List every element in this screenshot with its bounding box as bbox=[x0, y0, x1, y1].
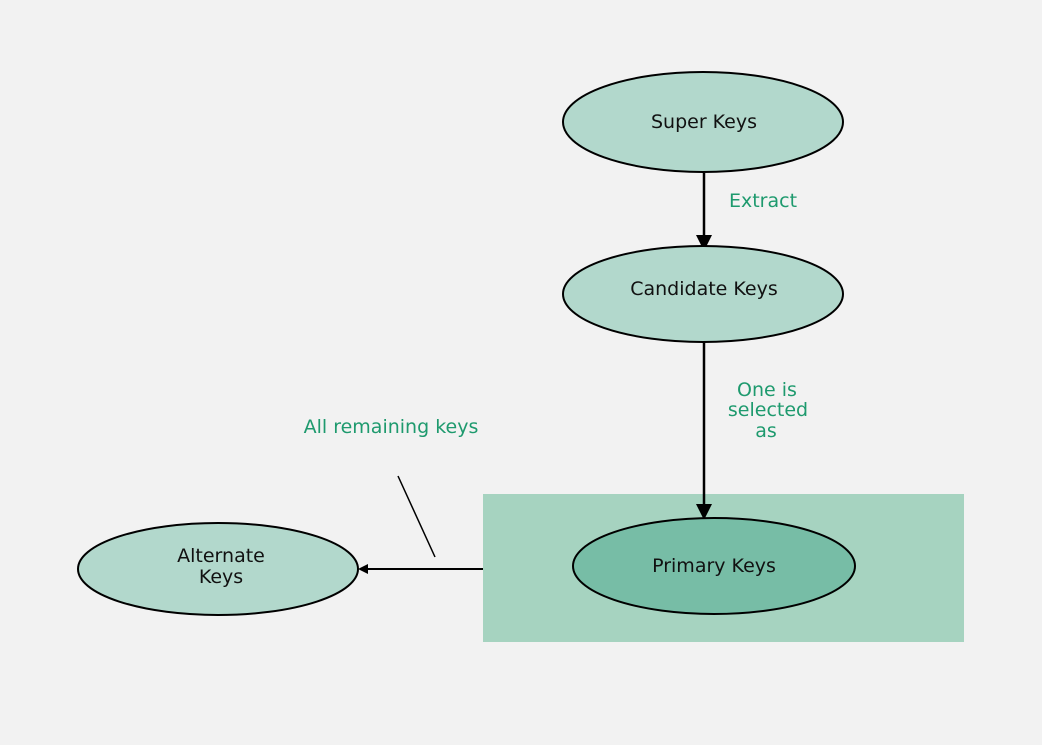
node-alternate-keys-label-line1: Alternate bbox=[177, 545, 265, 567]
remaining-label-pointer bbox=[397, 475, 436, 558]
node-alternate-keys: Alternate Keys bbox=[77, 522, 359, 616]
edge-label-selected-line3: as bbox=[755, 420, 777, 442]
node-candidate-keys-label: Candidate Keys bbox=[630, 278, 778, 300]
edge-label-remaining: All remaining keys bbox=[304, 416, 479, 438]
node-candidate-keys: Candidate Keys bbox=[562, 245, 844, 343]
node-primary-keys: Primary Keys bbox=[572, 517, 856, 615]
node-primary-keys-label: Primary Keys bbox=[652, 555, 776, 577]
node-alternate-keys-label-line2: Keys bbox=[199, 566, 243, 588]
node-super-keys: Super Keys bbox=[562, 71, 844, 173]
edge-label-selected-line2: selected bbox=[728, 399, 808, 421]
node-super-keys-label: Super Keys bbox=[651, 111, 757, 133]
edge-label-selected-line1: One is bbox=[737, 379, 797, 401]
edge-label-extract: Extract bbox=[729, 190, 797, 212]
